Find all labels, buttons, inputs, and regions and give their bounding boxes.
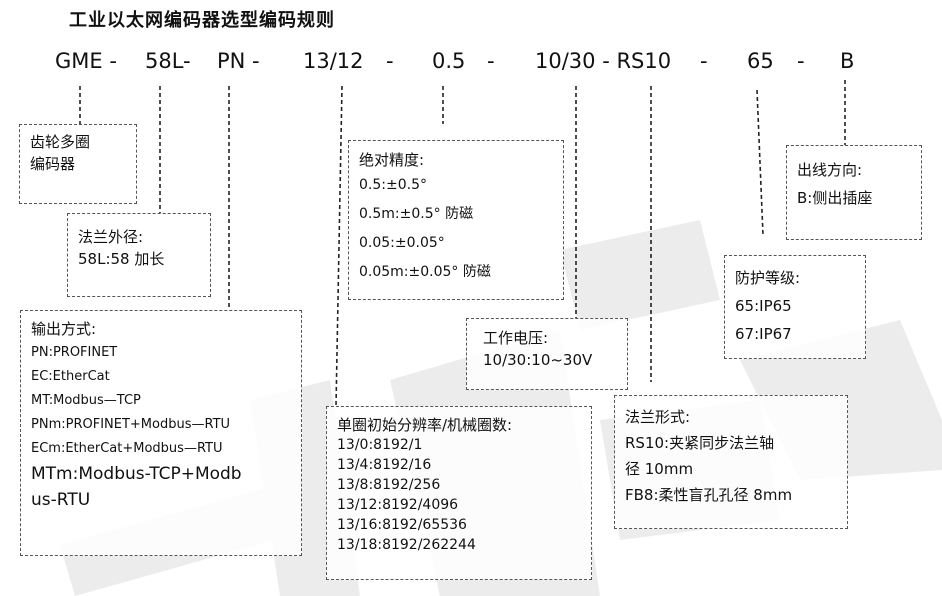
turns-type-line1: 齿轮多圈 — [30, 133, 91, 151]
voltage-value: 10/30:10~30V — [483, 351, 593, 369]
code-dash: - — [487, 49, 495, 73]
turns-type-box: 齿轮多圈 编码器 — [19, 124, 137, 204]
flange-diameter-box: 法兰外径: 58L:58 加长 — [67, 213, 211, 297]
code-segment-gme: GME - — [55, 49, 117, 73]
code-segment-outlet: B — [840, 49, 855, 73]
code-segment-voltage-flange: 10/30 - RS10 — [535, 49, 672, 73]
flange-form-item: FB8:柔性盲孔孔径 8mm — [625, 486, 793, 504]
code-segment-58l: 58L- — [145, 49, 191, 73]
code-dash: - — [797, 49, 805, 73]
output-mode-item: PN:PROFINET — [31, 345, 118, 360]
code-segment-resolution: 13/12 — [303, 49, 364, 73]
accuracy-item: 0.5m:±0.5° 防磁 — [359, 206, 474, 222]
resolution-item: 13/0:8192/1 — [337, 437, 423, 453]
accuracy-item: 0.05:±0.05° — [359, 235, 445, 251]
flange-form-item: RS10:夹紧同步法兰轴 — [625, 434, 775, 452]
output-mode-title: 输出方式: — [31, 320, 97, 338]
page-title: 工业以太网编码器选型编码规则 — [69, 10, 335, 31]
output-mode-item: MT:Modbus—TCP — [31, 393, 141, 408]
code-segment-accuracy: 0.5 — [432, 49, 466, 73]
resolution-item: 13/12:8192/4096 — [337, 497, 459, 513]
outlet-direction-value: B:侧出插座 — [797, 189, 873, 207]
flange-diameter-title: 法兰外径: — [78, 228, 144, 246]
voltage-box: 工作电压: 10/30:10~30V — [466, 318, 628, 390]
flange-form-title: 法兰形式: — [625, 408, 691, 426]
output-mode-item: MTm:Modbus-TCP+Modb — [31, 464, 242, 484]
code-dash: - — [700, 49, 708, 73]
resolution-item: 13/8:8192/256 — [337, 477, 441, 493]
resolution-item: 13/4:8192/16 — [337, 457, 432, 473]
turns-type-line2: 编码器 — [30, 155, 76, 173]
resolution-title: 单圈初始分辨率/机械圈数: — [337, 416, 513, 434]
protection-box: 防护等级: 65:IP65 67:IP67 — [724, 255, 866, 359]
flange-diameter-value: 58L:58 加长 — [78, 250, 165, 268]
accuracy-title: 绝对精度: — [359, 151, 425, 169]
accuracy-item: 0.5:±0.5° — [359, 177, 427, 193]
output-mode-box: 输出方式: PN:PROFINET EC:EtherCat MT:Modbus—… — [20, 310, 302, 556]
outlet-direction-box: 出线方向: B:侧出插座 — [786, 145, 922, 240]
protection-title: 防护等级: — [735, 269, 801, 287]
output-mode-item: PNm:PROFINET+Modbus—RTU — [31, 417, 231, 432]
output-mode-item: EC:EtherCat — [31, 369, 110, 384]
flange-form-box: 法兰形式: RS10:夹紧同步法兰轴 径 10mm FB8:柔性盲孔孔径 8mm — [614, 395, 848, 529]
output-mode-item: ECm:EtherCat+Modbus—RTU — [31, 441, 223, 456]
flange-form-item: 径 10mm — [625, 460, 694, 478]
output-mode-item: us-RTU — [31, 490, 91, 510]
outlet-direction-title: 出线方向: — [797, 161, 863, 179]
protection-item: 65:IP65 — [735, 297, 792, 315]
resolution-item: 13/16:8192/65536 — [337, 517, 467, 533]
code-segment-protection: 65 — [747, 49, 774, 73]
accuracy-item: 0.05m:±0.05° 防磁 — [359, 264, 491, 280]
code-dash: - — [386, 49, 394, 73]
resolution-box: 单圈初始分辨率/机械圈数: 13/0:8192/1 13/4:8192/16 1… — [326, 406, 592, 580]
accuracy-box: 绝对精度: 0.5:±0.5° 0.5m:±0.5° 防磁 0.05:±0.05… — [348, 140, 564, 300]
protection-item: 67:IP67 — [735, 325, 792, 343]
code-segment-pn: PN - — [217, 49, 260, 73]
voltage-title: 工作电压: — [483, 329, 549, 347]
resolution-item: 13/18:8192/262244 — [337, 537, 476, 553]
